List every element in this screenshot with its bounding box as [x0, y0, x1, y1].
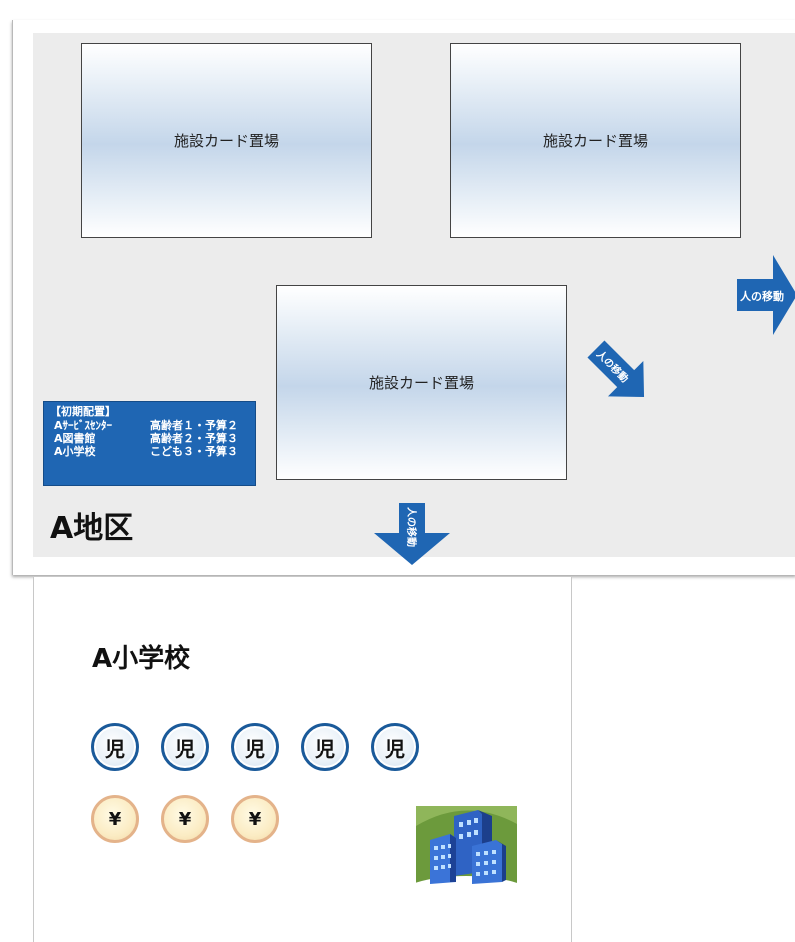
initial-placement-title: 【初期配置】: [50, 405, 116, 418]
placement-facility: A図書館: [54, 432, 96, 445]
school-title: A小学校: [92, 644, 191, 674]
building-icon: [416, 806, 517, 893]
move-right-arrow-label: 人の移動: [740, 289, 784, 303]
placement-detail: こども３・予算３: [150, 445, 238, 458]
placement-row: A図書館 高齢者２・予算３: [50, 432, 249, 445]
placement-facility: A小学校: [54, 445, 96, 458]
child-token[interactable]: 児: [371, 723, 419, 771]
yen-token[interactable]: ¥: [161, 795, 209, 843]
child-token[interactable]: 児: [161, 723, 209, 771]
move-diagonal-arrow: 人の移動: [584, 340, 656, 406]
yen-token[interactable]: ¥: [231, 795, 279, 843]
initial-placement-box: 【初期配置】 Aｻｰﾋﾞｽｾﾝﾀｰ 高齢者１・予算２ A図書館 高齢者２・予算３…: [43, 401, 256, 486]
move-right-arrow: 人の移動: [737, 255, 795, 335]
placement-detail: 高齢者２・予算３: [150, 432, 238, 445]
facility-card-slot-2[interactable]: 施設カード置場: [450, 43, 741, 238]
yen-token[interactable]: ¥: [91, 795, 139, 843]
facility-card-slot-1[interactable]: 施設カード置場: [81, 43, 372, 238]
district-name: A地区: [50, 511, 134, 546]
child-token[interactable]: 児: [301, 723, 349, 771]
child-token[interactable]: 児: [91, 723, 139, 771]
facility-card-slot-label: 施設カード置場: [368, 374, 474, 392]
move-down-arrow: 人の移動: [372, 503, 452, 567]
child-token[interactable]: 児: [231, 723, 279, 771]
facility-card-slot-3[interactable]: 施設カード置場: [276, 285, 567, 480]
move-down-arrow-label: 人の移動: [405, 507, 418, 547]
placement-detail: 高齢者１・予算２: [150, 419, 238, 432]
placement-facility: Aｻｰﾋﾞｽｾﾝﾀｰ: [54, 419, 113, 432]
facility-card-slot-label: 施設カード置場: [173, 132, 279, 150]
facility-card-slot-label: 施設カード置場: [542, 132, 648, 150]
placement-row: A小学校 こども３・予算３: [50, 445, 249, 458]
placement-row: Aｻｰﾋﾞｽｾﾝﾀｰ 高齢者１・予算２: [50, 419, 249, 432]
